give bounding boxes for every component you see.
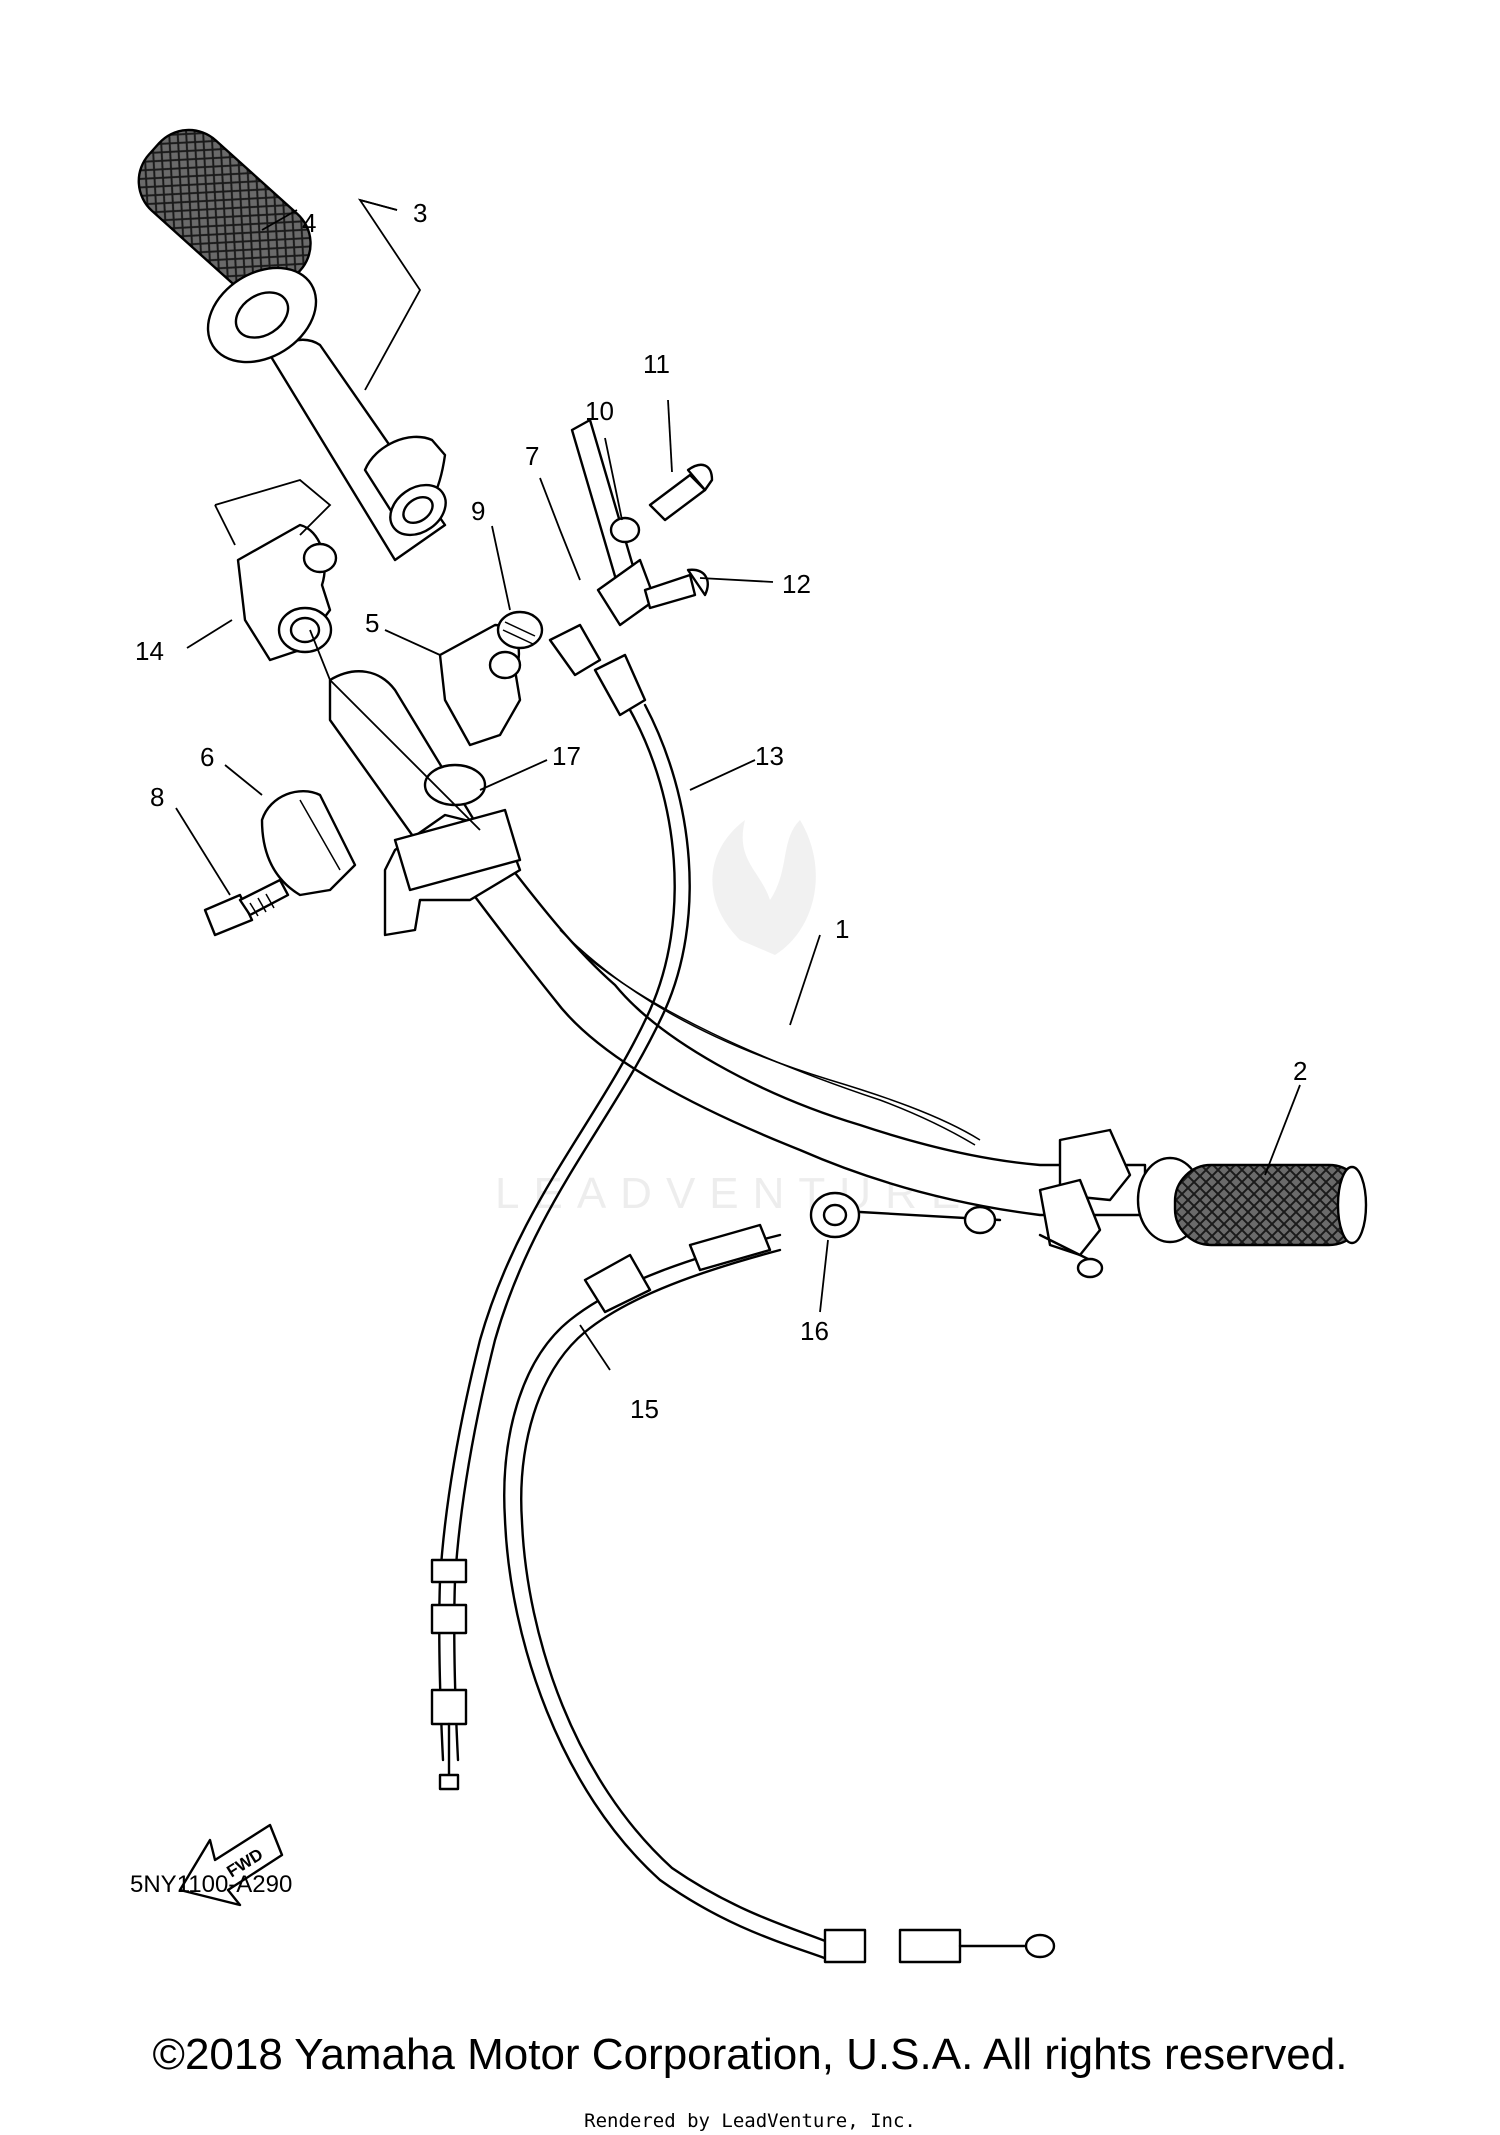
leader-lines <box>175 198 1301 1371</box>
callout-12: 12 <box>782 569 811 599</box>
callout-4: 4 <box>302 208 316 238</box>
adjuster-nut <box>496 610 544 650</box>
callout-16: 16 <box>800 1316 829 1346</box>
callout-17: 17 <box>552 741 581 771</box>
clamp-bolt <box>203 878 290 937</box>
callout-7: 7 <box>525 441 539 471</box>
cable-adjuster <box>809 1191 1002 1239</box>
callout-13: 13 <box>755 741 784 771</box>
callout-9: 9 <box>471 496 485 526</box>
clamp-lower <box>260 790 357 897</box>
screw-lower <box>643 568 709 610</box>
callout-10: 10 <box>585 396 614 426</box>
right-grip <box>1038 1128 1368 1279</box>
throttle-cable <box>430 623 691 1791</box>
callout-8: 8 <box>150 782 164 812</box>
callout-15: 15 <box>630 1394 659 1424</box>
copyright-notice: ©2018 Yamaha Motor Corporation, U.S.A. A… <box>152 2030 1348 2079</box>
callout-3: 3 <box>413 198 427 228</box>
callout-2: 2 <box>1293 1056 1307 1086</box>
lever-holder <box>383 763 522 937</box>
diagram-code: 5NY1100-A290 <box>130 1871 292 1898</box>
collar <box>609 516 641 544</box>
callout-5: 5 <box>365 608 379 638</box>
screw-upper <box>648 463 714 522</box>
clamp-upper <box>438 623 522 747</box>
callout-1: 1 <box>835 914 849 944</box>
callout-11: 11 <box>643 349 670 379</box>
callout-14: 14 <box>135 636 164 666</box>
rendered-by-credit: Rendered by LeadVenture, Inc. <box>584 2110 916 2132</box>
left-grip-assembly <box>137 128 447 562</box>
clutch-cable <box>503 1223 1056 1964</box>
callout-6: 6 <box>200 742 214 772</box>
